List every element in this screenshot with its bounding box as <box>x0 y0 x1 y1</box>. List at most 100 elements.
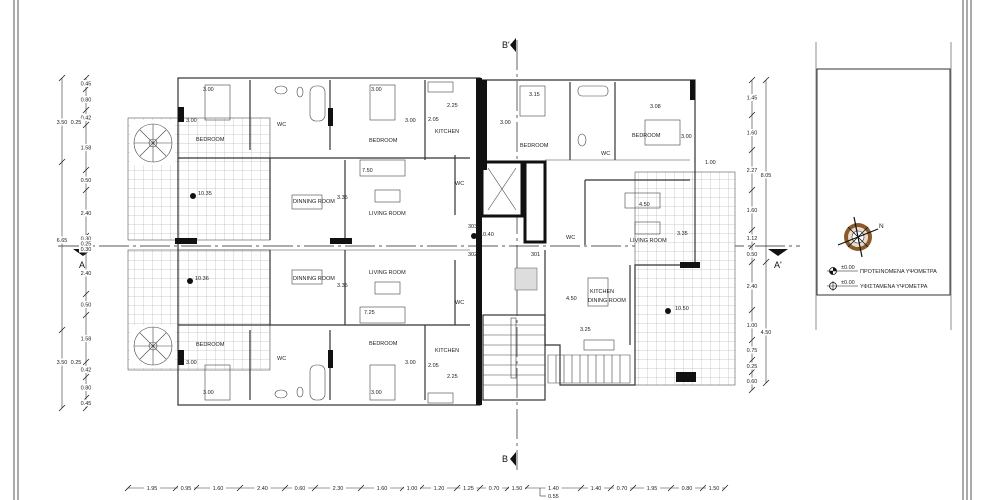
dim-label-bg <box>745 234 759 242</box>
terrace-level-lower: 10.36 <box>195 276 209 282</box>
legend-proposed-levels: ±0.00 ΠΡΟΤΕΙΝΟΜΕΝΑ ΥΨΟΜΕΤΡΑ <box>827 265 937 275</box>
dim-label-bottom: 1.40 <box>548 486 559 492</box>
sofa-icon <box>624 192 661 209</box>
legend-existing-levels: ±0.00 ΥΦΙΣΤΑΜΕΝΑ ΥΨΟΜΕΤΡΑ <box>827 280 928 291</box>
dim-label-left: 0.45 <box>81 401 92 407</box>
dim-label-bg <box>745 346 759 354</box>
sink-icon <box>577 133 587 147</box>
dim-label-bg <box>79 176 93 184</box>
section-b-prime-label: B' <box>502 40 510 50</box>
dim-label-bg <box>144 484 160 492</box>
dim-label-bg <box>759 328 773 336</box>
dim-label-right: 0.60 <box>747 379 758 385</box>
dim-label-bg <box>79 80 93 87</box>
dim-tick <box>453 484 461 492</box>
dim-label-bg <box>644 484 660 492</box>
toilet-icon <box>296 386 304 398</box>
sink-icon <box>274 389 288 399</box>
dim-tick <box>748 76 756 84</box>
dim-label-bottom: 2.30 <box>333 486 344 492</box>
dim-tick <box>58 74 66 82</box>
bed-icon <box>204 84 231 121</box>
dim-label-right: 0.25 <box>747 364 758 370</box>
dim-label-right: 2.40 <box>747 284 758 290</box>
room-label-kitchen: KITCHEN <box>435 348 459 354</box>
dim-label-right: 1.00 <box>747 323 758 329</box>
dim-tick <box>607 484 615 492</box>
dim-label-left: 0.45 <box>81 82 92 88</box>
dining-table-icon <box>291 269 323 285</box>
coffee-table-icon <box>374 189 401 203</box>
dim-tick <box>762 258 770 266</box>
right-labels: 3.15 3.00 BEDROOM WC 3.08 BEDROOM 3.00 1… <box>500 92 716 333</box>
dim-label: 3.25 <box>580 327 591 333</box>
dim-label-bottom: 1.50 <box>709 486 720 492</box>
sofa-icon <box>359 306 406 324</box>
dim-label-bottom: 0.70 <box>489 486 500 492</box>
dim-label-bg <box>330 484 346 492</box>
dim-tick <box>748 146 756 154</box>
upper-left-labels: 3.00 3.00 3.00 3.00 BEDROOM BEDROOM WC K… <box>186 87 464 217</box>
dim-label-right: 1.12 <box>747 236 758 242</box>
dim-label-bg <box>55 358 69 366</box>
level-marker-icon <box>190 193 196 199</box>
dim-label-bg <box>745 94 759 101</box>
spiral-stair-icon <box>133 123 173 163</box>
dining-table-icon <box>291 194 323 210</box>
dim-label-bg <box>79 209 93 217</box>
toilet-icon <box>296 86 304 98</box>
section-a-prime-label: A' <box>774 260 782 270</box>
kitchen-sink-icon <box>427 392 454 404</box>
terrace-level-upper: 10.35 <box>198 191 212 197</box>
dim-tick <box>748 368 756 376</box>
central-core: 10.40 303 302 301 <box>468 160 547 401</box>
dim-label-left: 1.58 <box>81 337 92 343</box>
coffee-table-icon <box>634 221 661 235</box>
existing-levels-label: ΥΦΙΣΤΑΜΕΝΑ ΥΨΟΜΕΤΡΑ <box>860 284 928 290</box>
bed-icon <box>204 364 231 401</box>
dim-tick <box>82 373 90 381</box>
dim-label-bg <box>486 484 502 492</box>
room-label-wc: WC <box>277 122 286 128</box>
dim-label: 3.00 <box>186 360 197 366</box>
dim-label-bg <box>79 399 93 407</box>
dim-label-bg <box>745 362 759 370</box>
dim-label-bottom: 1.00 <box>407 486 418 492</box>
dim-tick <box>748 356 756 364</box>
bed-icon <box>519 85 546 117</box>
dim-label-bottom: 0.60 <box>295 486 306 492</box>
dim-tick <box>82 121 90 129</box>
dim-tick <box>748 111 756 119</box>
dim-label-right: 1.60 <box>747 208 758 214</box>
bathtub-icon <box>577 85 609 97</box>
dim-tick <box>748 242 756 250</box>
dim-label-bg <box>79 240 93 247</box>
dim-label-bottom: 0.70 <box>617 486 628 492</box>
dim-tick <box>82 106 90 114</box>
dim-label-bottom: 1.95 <box>147 486 158 492</box>
right-building-walls: 10.50 <box>482 79 736 386</box>
dim-label-bg <box>404 484 420 492</box>
dim-label-bottom: 1.95 <box>647 486 658 492</box>
dim-label: 3.00 <box>500 120 511 126</box>
dim-label-right: 0.75 <box>747 348 758 354</box>
dim-label-bg <box>614 484 630 492</box>
dim-tick <box>58 158 66 166</box>
dim-label-bg <box>79 245 93 253</box>
level-marker-icon <box>187 278 193 284</box>
dim-label-left: 2.40 <box>81 271 92 277</box>
bed-icon <box>644 119 681 146</box>
dim-label: 4.50 <box>566 296 577 302</box>
dim-label: 3.00 <box>203 87 214 93</box>
room-label-dining: DINNING ROOM <box>293 199 335 205</box>
room-label-bedroom: BEDROOM <box>369 341 398 347</box>
dim-label-bottom: 0.80 <box>682 486 693 492</box>
staircase <box>482 314 546 401</box>
sheet-border <box>13 0 972 500</box>
dim-label: 3.15 <box>529 92 540 98</box>
dim-label-bg <box>79 384 93 391</box>
level-marker-icon <box>471 233 477 239</box>
bathtub-icon <box>309 364 326 401</box>
level-marker-icon <box>665 308 671 314</box>
dim-tick <box>82 311 90 319</box>
